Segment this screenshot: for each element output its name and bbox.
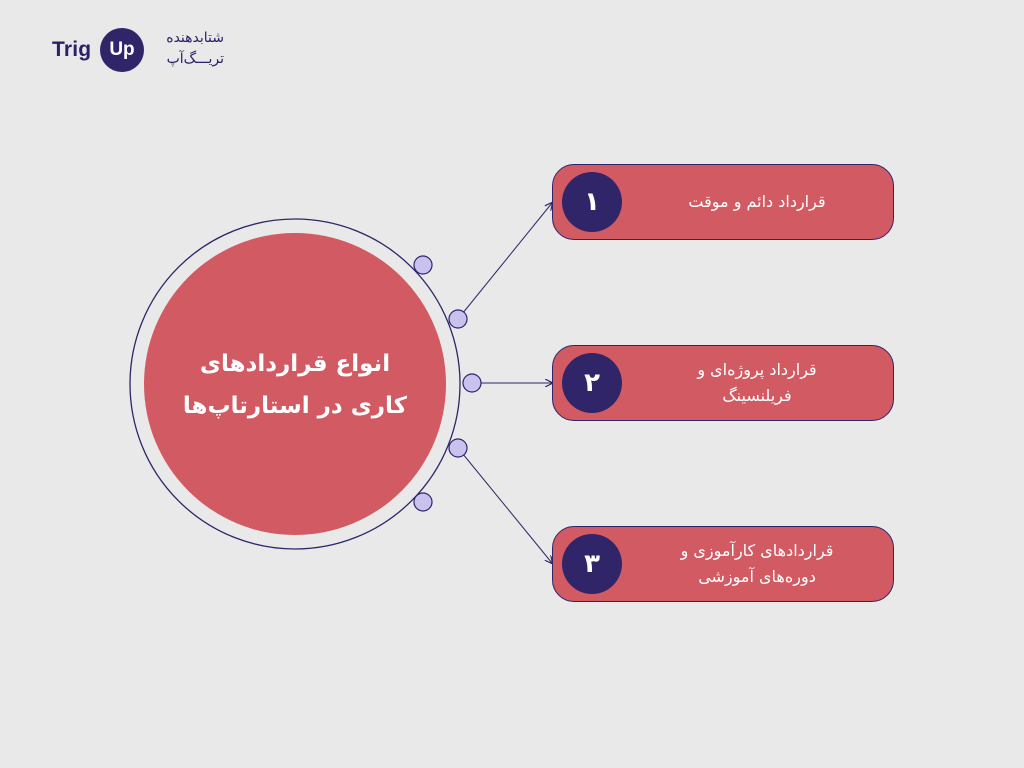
logo-persian-line2: تریـــگ‌آپ [166,51,224,67]
card-label-line1: قرارداد پروژه‌ای و [697,360,817,379]
connector-line-1 [457,203,552,320]
ring-node-1 [413,255,433,275]
logo-trig-text: Trig [52,38,92,61]
logo-persian-line1: شتابدهنده [166,30,224,46]
card-label-line2: فریلنسینگ [722,386,792,405]
contract-card-3: ۳ قراردادهای کارآموزی و دوره‌های آموزشی [552,526,894,602]
card-label-line2: دوره‌های آموزشی [698,567,816,586]
center-title: انواع قراردادهای کاری در استارتاپ‌ها [145,343,445,427]
card-label: قراردادهای کارآموزی و دوره‌های آموزشی [633,527,881,601]
card-number-badge: ۳ [562,534,622,594]
brand-logo: Trig Up شتابدهنده تریـــگ‌آپ [52,24,242,76]
center-title-line2: کاری در استارتاپ‌ها [182,393,408,419]
ring-node-2 [448,309,468,329]
card-number-badge: ۱ [562,172,622,232]
card-label: قرارداد دائم و موقت [633,165,881,239]
card-label-line1: قرارداد دائم و موقت [688,192,826,211]
logo-persian-text: شتابدهنده تریـــگ‌آپ [150,28,224,70]
connector-line-3 [457,447,552,563]
contract-card-2: ۲ قرارداد پروژه‌ای و فریلنسینگ [552,345,894,421]
card-number-badge: ۲ [562,353,622,413]
center-circle [144,233,446,535]
logo-up-badge: Up [100,28,144,72]
ring-node-3 [462,373,482,393]
center-title-line1: انواع قراردادهای [199,351,391,377]
ring-node-4 [448,438,468,458]
contract-card-1: ۱ قرارداد دائم و موقت [552,164,894,240]
card-label-line1: قراردادهای کارآموزی و [680,541,834,560]
outer-ring [129,218,461,550]
card-label: قرارداد پروژه‌ای و فریلنسینگ [633,346,881,420]
ring-node-5 [413,492,433,512]
